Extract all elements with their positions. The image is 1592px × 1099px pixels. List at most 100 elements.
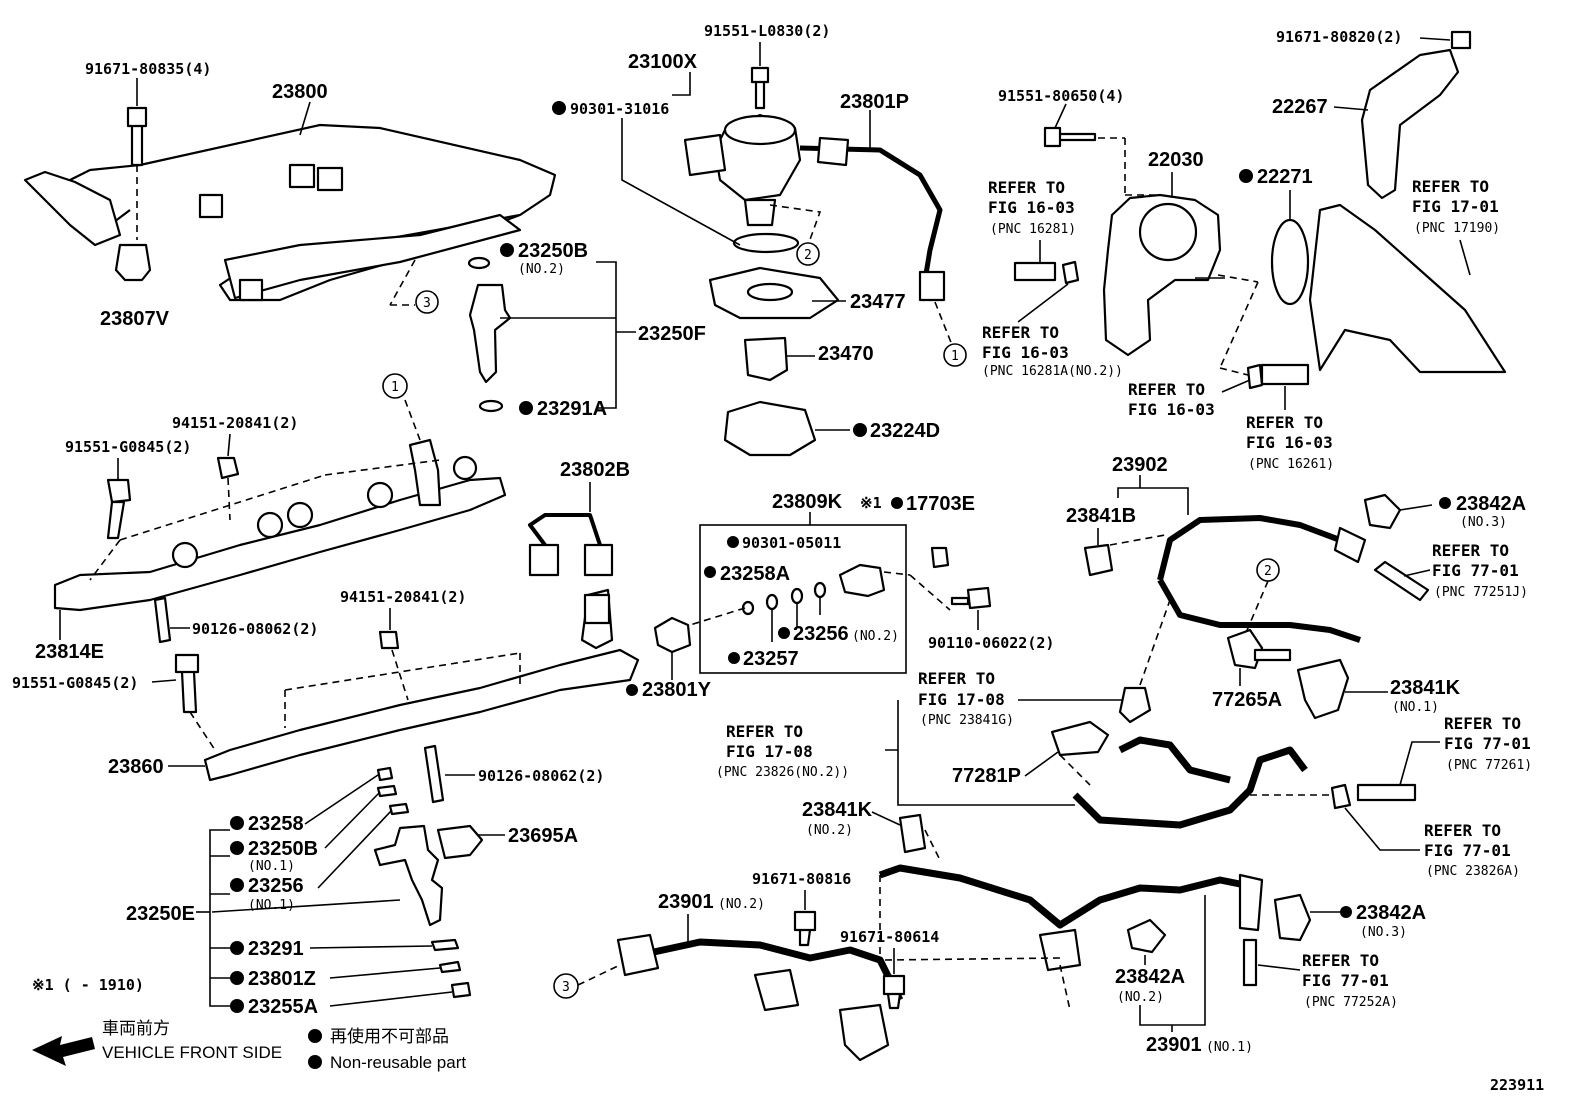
insulator-hole: [746, 282, 794, 302]
ring-23256: [790, 587, 804, 605]
stud-90126-08062-b: [423, 744, 445, 804]
nonreuse-dot-90301-31016: [552, 101, 566, 115]
sensor-connector: [583, 593, 611, 625]
injector-top-group: [467, 256, 512, 413]
figure-number: 223911: [1490, 1076, 1544, 1094]
label-23842A-top: 23842A: [1456, 493, 1526, 515]
seal-23291A: [478, 399, 504, 413]
ring-90301-05011: [813, 581, 827, 599]
nonreuse-dot-23250B-top: [500, 243, 514, 257]
label-23477: 23477: [850, 291, 906, 313]
label-23801P: 23801P: [840, 91, 909, 113]
note-1910: ※1 ( - 1910): [32, 976, 144, 994]
pipe-upper-tee: [408, 438, 442, 507]
label-23802B: 23802B: [560, 459, 630, 481]
label-94151-20841-a: 94151-20841(2): [172, 414, 298, 432]
label-23814E: 23814E: [35, 641, 104, 663]
ring-23257: [765, 593, 779, 611]
grommet-23807V: [114, 243, 152, 282]
label-23255A: 23255A: [248, 996, 318, 1018]
pipe-23801P-end: [816, 136, 850, 167]
pipe-23802B: [528, 513, 602, 547]
cover-mount-2: [288, 163, 316, 189]
ref-2-line2: FIG 16-03: [982, 343, 1069, 362]
legend-nonreuse-dot-jp: [308, 1029, 322, 1043]
label-23800: 23800: [272, 81, 328, 103]
label-23257: 23257: [743, 648, 799, 670]
ref-2-line3: (PNC 16281A(NO.2)): [982, 364, 1123, 379]
pump-group: [683, 66, 840, 457]
label-23250B-top: 23250B: [518, 240, 588, 262]
label-23842A-right: 23842A: [1356, 902, 1426, 924]
ref-5-line1: REFER TO: [1412, 177, 1489, 196]
label-22267: 22267: [1272, 96, 1328, 118]
label-23250B-lower: 23250B: [248, 838, 318, 860]
legend-front-jp: 車両前方: [102, 1019, 170, 1038]
label-no3-b: (NO.3): [1360, 925, 1407, 940]
clamp-23826A: [1330, 783, 1352, 810]
hose-77251J: [1373, 560, 1430, 602]
clamp-94151-20841-a: [216, 456, 240, 480]
hose-23901-no2-joint: [753, 968, 800, 1012]
label-23801Y: 23801Y: [642, 679, 712, 701]
label-91551-G0845-b: 91551-G0845(2): [12, 674, 138, 692]
intake-duct: [1308, 203, 1507, 374]
ref-4-line1: REFER TO: [1246, 413, 1323, 432]
pipe-upper-port-4: [366, 481, 394, 509]
label-no2-c: (NO.2): [806, 823, 853, 838]
clip-23842A-right: [1273, 893, 1312, 942]
label-no1-b: (NO.1): [1206, 1040, 1253, 1055]
seal-23801Y: [653, 616, 692, 654]
label-23809K: 23809K: [772, 491, 843, 513]
hose-16281: [1013, 261, 1057, 282]
label-90301-31016: 90301-31016: [570, 100, 669, 118]
bolt-91671-80816: [793, 910, 817, 947]
nonreuse-dot-22271: [1239, 169, 1253, 183]
delivery-pipe-upper-group: [53, 438, 507, 644]
nonreuse-dot-90301-05011: [727, 536, 739, 548]
clamp-23841K-bottom: [898, 813, 927, 854]
label-no1-a: (NO.1): [1392, 700, 1439, 715]
label-23256-lower: 23256: [248, 875, 304, 897]
lifter-23470: [743, 336, 789, 382]
bracket-22267: [1360, 48, 1460, 200]
clamp-23841B: [1083, 543, 1114, 577]
injector-23250E: [373, 824, 444, 927]
stud-90126-08062-a: [153, 596, 172, 644]
ref-7-line2: FIG 17-08: [918, 690, 1005, 709]
label-91551-80650: 91551-80650(4): [998, 87, 1124, 105]
hose-23826: [1072, 746, 1308, 829]
seal-23801Z: [438, 960, 462, 974]
injector-lower-group: [373, 766, 484, 999]
nonreuse-dot-23255A: [230, 999, 244, 1013]
label-94151-20841-b: 94151-20841(2): [340, 588, 466, 606]
nonreuse-dot-23291: [230, 941, 244, 955]
label-91551-L0830: 91551-L0830(2): [704, 22, 830, 40]
cover-mount-3: [316, 166, 344, 192]
ref-10-line1: REFER TO: [1424, 821, 1501, 840]
label-23224D: 23224D: [870, 420, 940, 442]
label-77281P: 77281P: [952, 765, 1021, 787]
label-23250F: 23250F: [638, 323, 706, 345]
pump-shaft: [743, 198, 777, 227]
label-no2-d: (NO.2): [718, 897, 765, 912]
label-23470: 23470: [818, 343, 874, 365]
pipe-upper-port-5: [452, 455, 478, 481]
hose-77252A: [1242, 938, 1258, 987]
label-no1-c: (NO.1): [248, 859, 295, 874]
cover-mount-4: [238, 278, 264, 302]
ref-5-line2: FIG 17-01: [1412, 197, 1499, 216]
cover-connector: [23, 170, 122, 247]
tip-seal-23291: [430, 938, 460, 952]
ref-10-line2: FIG 77-01: [1424, 841, 1511, 860]
label-23258: 23258: [248, 813, 304, 835]
ref-1-line2: FIG 16-03: [988, 198, 1075, 217]
nonreuse-dot-23256-box: [778, 627, 790, 639]
label-23807V: 23807V: [100, 308, 170, 330]
nonreuse-dot-23256-lower: [230, 878, 244, 892]
ref-8-line2: FIG 17-08: [726, 742, 813, 761]
label-23801Z: 23801Z: [248, 968, 316, 990]
hose-16261: [1260, 363, 1310, 386]
hose-23901-no1: [878, 864, 1246, 929]
clip-23842A-top: [1363, 493, 1402, 530]
